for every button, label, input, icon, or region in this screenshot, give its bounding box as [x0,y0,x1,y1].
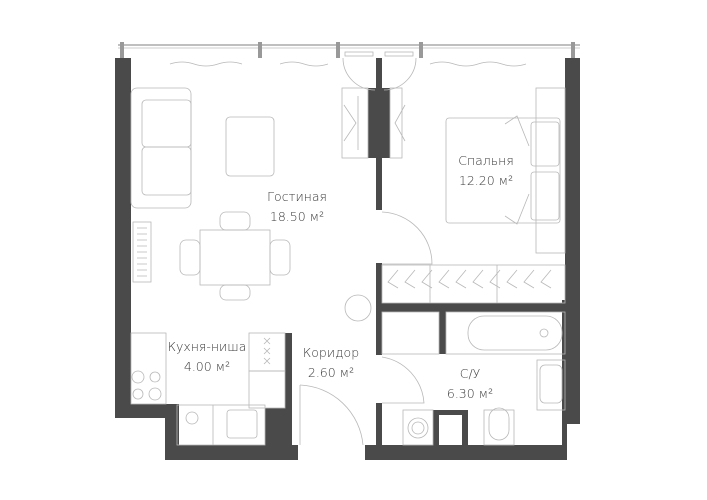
bed [445,87,566,254]
room-label-bathroom: С/У 6.30 м² [447,364,493,404]
radiator [132,221,152,283]
room-area: 18.50 м² [269,209,325,224]
room-area: 12.20 м² [458,173,514,188]
doors [299,211,433,446]
room-name: Коридор [302,345,360,360]
curtain [169,61,527,67]
kitchen-counter [130,332,286,446]
bathroom-shelf [381,311,440,355]
sink [536,359,566,411]
balcony-door [342,51,417,91]
wardrobe [341,87,406,159]
room-name: Гостиная [267,189,327,204]
round-table [344,294,372,322]
washing-machine [402,409,434,446]
window-frame [118,42,580,58]
room-name: Кухня-ниша [167,339,247,354]
room-label-kitchen: Кухня-ниша 4.00 м² [168,337,247,377]
walls [115,58,580,460]
coffee-table [225,116,275,177]
dining-table [179,211,291,301]
room-name: С/У [459,366,481,381]
room-label-bedroom: Спальня 12.20 м² [458,151,514,191]
room-area: 4.00 м² [183,359,231,374]
room-name: Спальня [458,153,514,168]
room-label-corridor: Коридор 2.60 м² [303,343,359,383]
bathtub [445,311,566,355]
sofa [130,87,192,209]
closet [381,264,566,304]
room-label-living: Гостиная 18.50 м² [267,187,327,227]
room-area: 6.30 м² [446,386,494,401]
room-area: 2.60 м² [307,365,355,380]
toilet [483,407,515,446]
